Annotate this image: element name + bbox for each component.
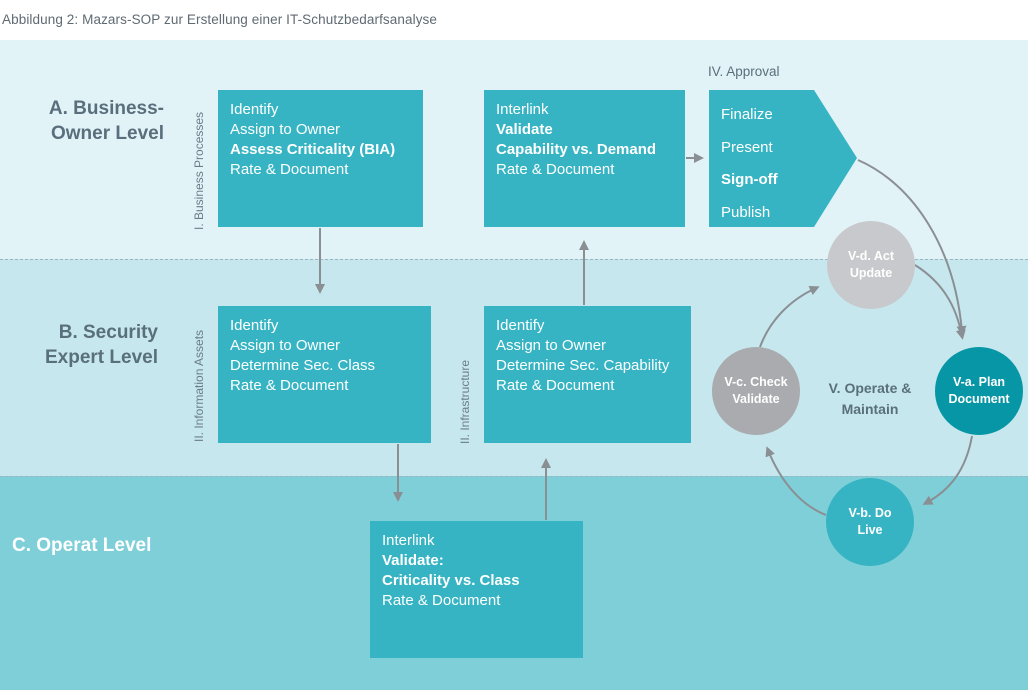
circle-check: V-c. Check Validate	[712, 347, 800, 435]
box-line: Rate & Document	[496, 377, 615, 394]
circle-do-line1: V-b. Do	[848, 506, 892, 520]
box-business-processes: Identify Assign to Owner Assess Critical…	[218, 90, 423, 227]
box-line: Rate & Document	[230, 161, 349, 178]
approval-item: Publish	[721, 203, 771, 221]
circle-plan: V-a. Plan Document	[935, 347, 1023, 435]
box-line: Rate & Document	[382, 592, 501, 609]
box-information-assets: Identify Assign to Owner Determine Sec. …	[218, 306, 431, 443]
figure-caption: Abbildung 2: Mazars-SOP zur Erstellung e…	[2, 12, 438, 27]
box-line: Identify	[230, 101, 279, 118]
box-capability-interlink: Interlink Validate Capability vs. Demand…	[484, 90, 685, 227]
approval-item: Finalize	[721, 106, 773, 123]
cycle-center-line2: Maintain	[841, 401, 899, 417]
box-line: Capability vs. Demand	[496, 141, 657, 158]
box-line: Determine Sec. Class	[230, 357, 376, 374]
arrow-approval-to-plan	[857, 159, 967, 336]
arrow-plan-to-do	[922, 435, 973, 505]
level-business-owner: A. Business- Owner Level	[0, 96, 164, 146]
approval-title: IV. Approval	[708, 64, 780, 79]
box-line: Validate:	[382, 552, 444, 569]
box-line: Interlink	[496, 101, 549, 118]
circle-act-line2: Update	[849, 266, 893, 280]
circle-check-line1: V-c. Check	[724, 375, 788, 389]
cycle-center-label: V. Operate & Maintain	[818, 378, 922, 420]
box-line: Rate & Document	[496, 161, 615, 178]
box-line: Assign to Owner	[496, 337, 607, 354]
level-b-line2: Expert Level	[45, 347, 158, 368]
arrow-check-to-act	[759, 285, 820, 348]
level-b-line1: B. Security	[58, 322, 158, 343]
circle-plan-line1: V-a. Plan	[952, 375, 1006, 389]
circle-do: V-b. Do Live	[826, 478, 914, 566]
level-a-line2: Owner Level	[51, 123, 164, 144]
level-operational: C. Operat Level	[12, 535, 152, 556]
circle-do-line2: Live	[857, 523, 883, 537]
box-line: Identify	[496, 317, 545, 334]
approval-item: Present	[721, 138, 773, 156]
box-line: Rate & Document	[230, 377, 349, 394]
box-line: Determine Sec. Capability	[496, 357, 670, 374]
box-line: Criticality vs. Class	[382, 572, 520, 589]
box-line: Assess Criticality (BIA)	[230, 141, 396, 158]
circle-check-line2: Validate	[732, 392, 780, 406]
box-line: Assign to Owner	[230, 337, 341, 354]
circle-plan-line2: Document	[948, 392, 1010, 406]
box-criticality-interlink: Interlink Validate: Criticality vs. Clas…	[370, 521, 583, 658]
approval-item: Sign-off	[721, 171, 778, 188]
arrow-act-to-plan	[914, 264, 966, 340]
arrow-do-to-check	[765, 446, 827, 516]
circle-act: V-d. Act Update	[827, 221, 915, 309]
box-line: Validate	[496, 121, 553, 138]
box-line: Assign to Owner	[230, 121, 341, 138]
box-line: Identify	[230, 317, 279, 334]
level-security-expert: B. Security Expert Level	[0, 320, 158, 370]
level-a-line1: A. Business-	[48, 98, 164, 119]
box-infrastructure: Identify Assign to Owner Determine Sec. …	[484, 306, 691, 443]
cycle-center-line1: V. Operate &	[828, 380, 912, 396]
circle-act-line1: V-d. Act	[847, 249, 895, 263]
box-line: Interlink	[382, 532, 435, 549]
